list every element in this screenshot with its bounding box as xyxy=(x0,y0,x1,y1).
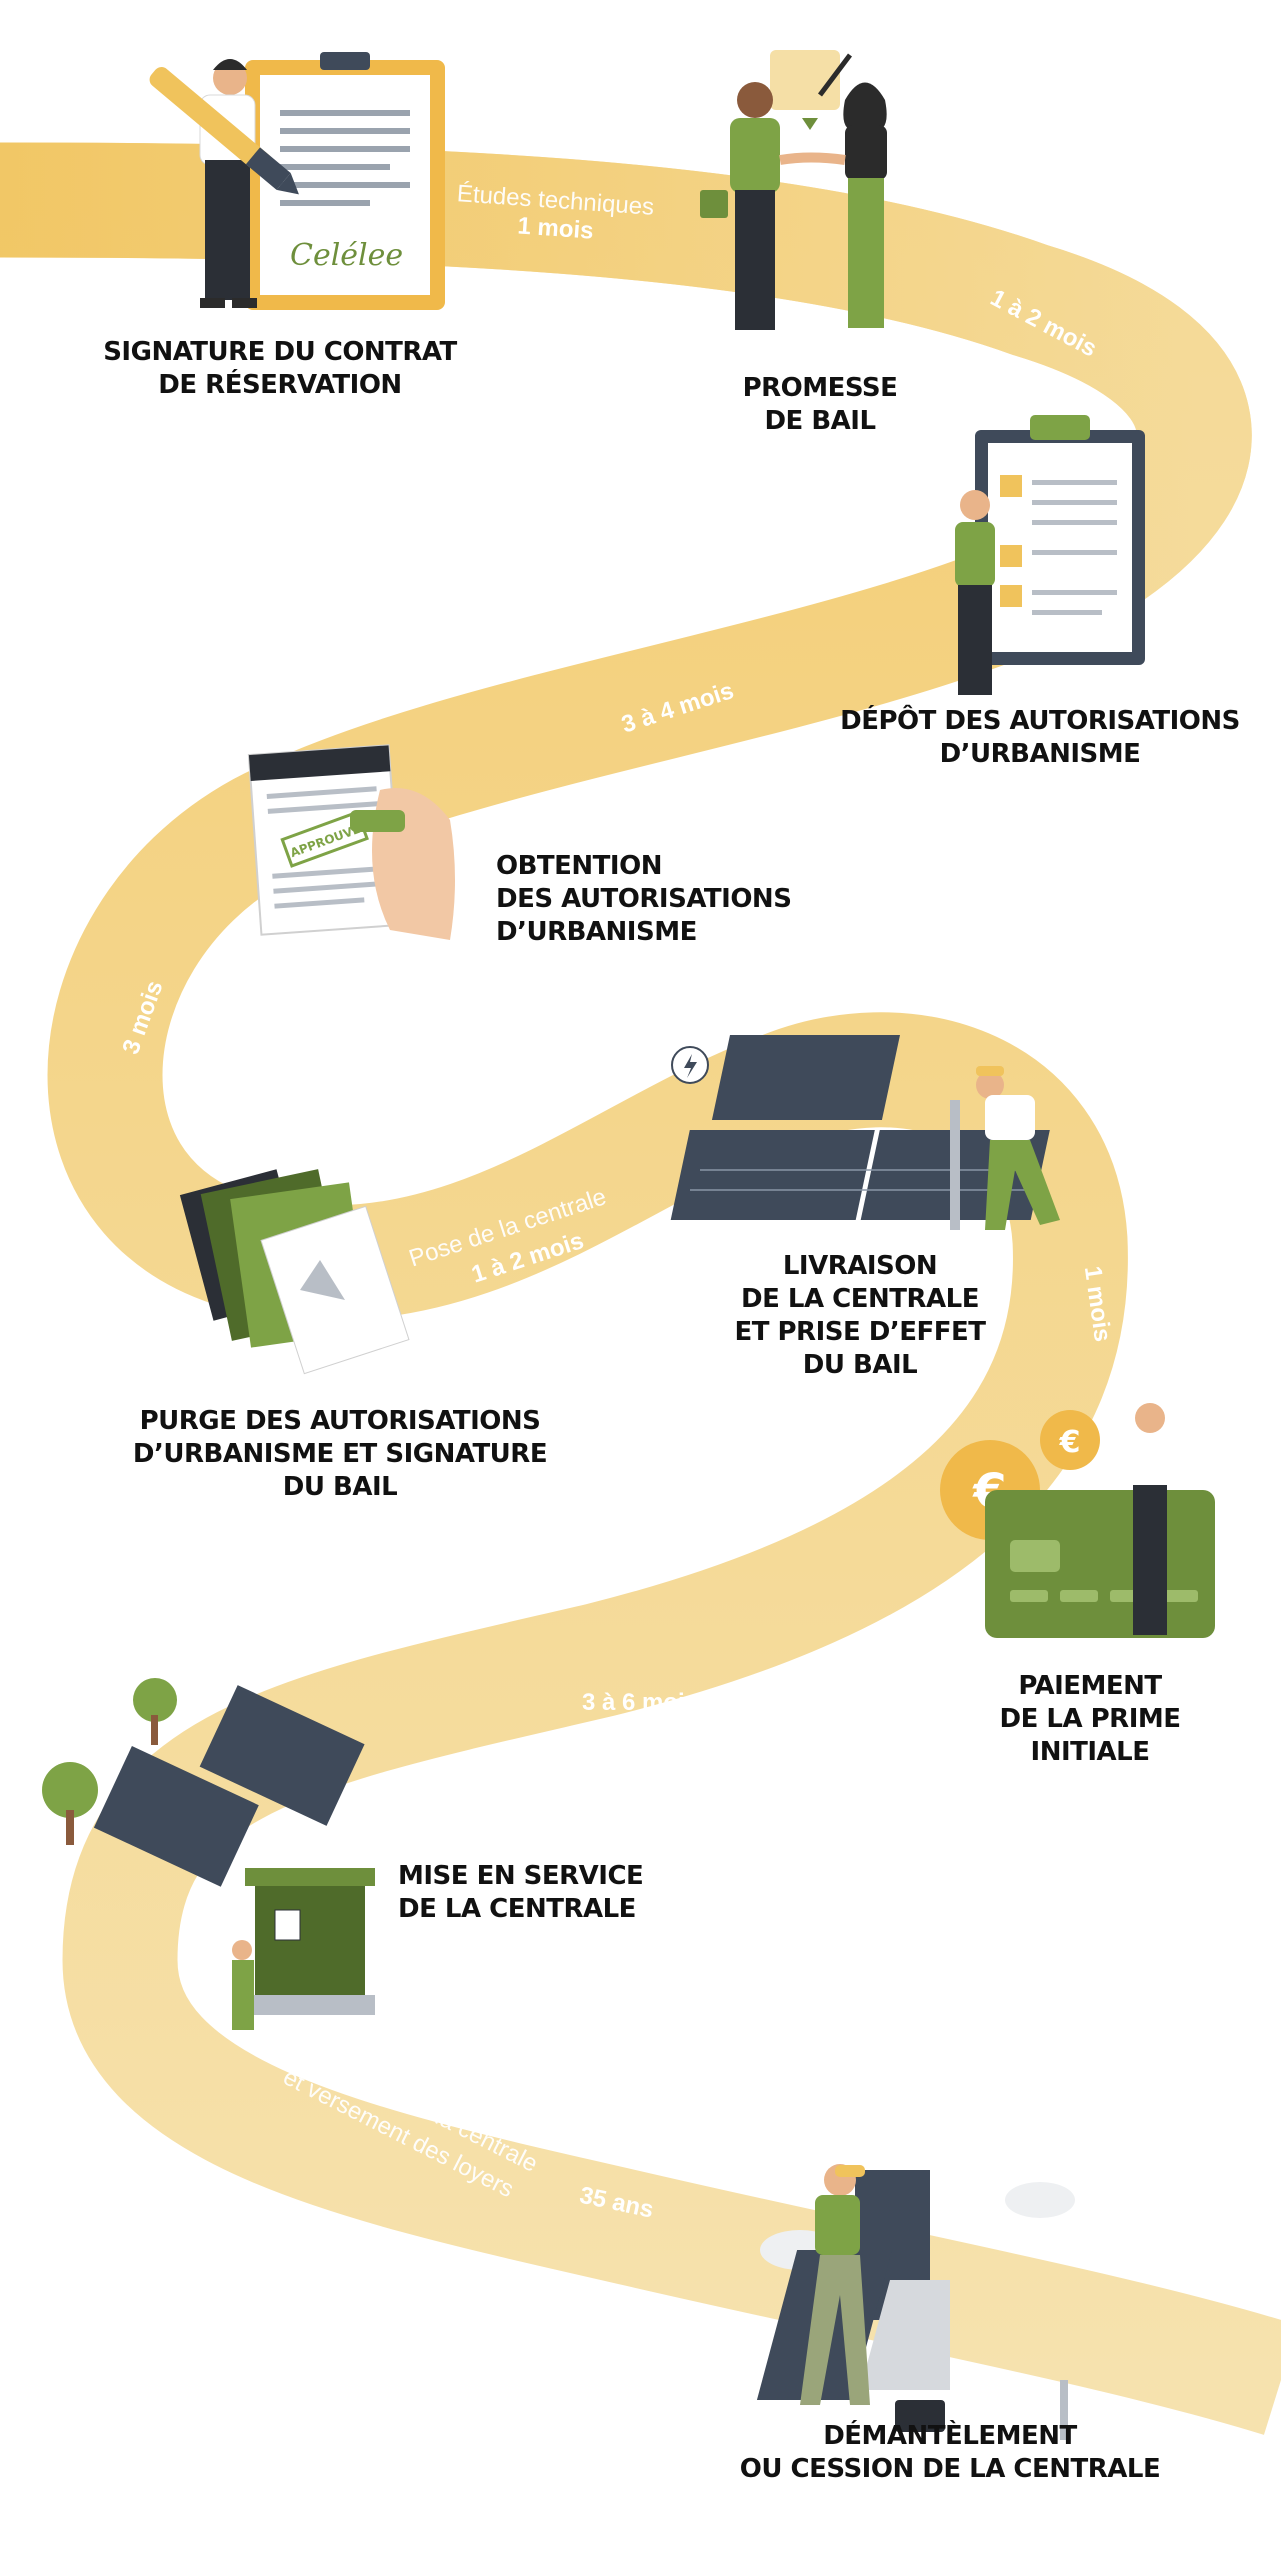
duration-etudes-value: 1 mois xyxy=(517,212,595,244)
step-line: PAIEMENT xyxy=(1018,1671,1162,1701)
euro-icon-small: € xyxy=(1059,1425,1081,1460)
checkbox-icon xyxy=(1000,475,1022,607)
illustration-approved-document: APPROUVÉ xyxy=(247,744,455,940)
step-line: DU BAIL xyxy=(282,1472,398,1502)
step-line: OU CESSION DE LA CENTRALE xyxy=(739,2454,1161,2484)
step-paiement-prime: PAIEMENT DE LA PRIME INITIALE xyxy=(960,1670,1220,1769)
step-promesse-bail: PROMESSE DE BAIL xyxy=(690,372,950,438)
step-line: DÉPÔT DES AUTORISATIONS xyxy=(840,706,1240,736)
illustration-dismantling xyxy=(756,2164,1075,2440)
step-line: DÉMANTÈLEMENT xyxy=(823,2421,1077,2451)
solar-panel-a xyxy=(93,1746,259,1887)
illustration-solar-installation xyxy=(670,1035,1060,1230)
step-line: D’URBANISME xyxy=(496,917,697,947)
solar-panel-left xyxy=(670,1130,875,1220)
step-line: D’URBANISME ET SIGNATURE xyxy=(132,1439,548,1469)
clipboard-clip xyxy=(320,52,370,70)
step-livraison-centrale: LIVRAISON DE LA CENTRALE ET PRISE D’EFFE… xyxy=(700,1250,1020,1382)
illustration-checklist-board xyxy=(955,415,1145,695)
coin-small xyxy=(1040,1410,1100,1470)
technician-overalls xyxy=(985,1140,1060,1230)
briefcase-icon xyxy=(700,190,728,218)
step-depot-autorisations: DÉPÔT DES AUTORISATIONS D’URBANISME xyxy=(830,705,1250,771)
toolbox-icon xyxy=(895,2400,945,2432)
step-line: PURGE DES AUTORISATIONS xyxy=(139,1406,541,1436)
step-obtention-autorisations: OBTENTION DES AUTORISATIONS D’URBANISME xyxy=(496,850,876,949)
illustration-folders xyxy=(179,1169,410,1375)
illustration-commissioning xyxy=(42,1678,375,2030)
hard-hat xyxy=(976,1066,1004,1076)
step-demantelement: DÉMANTÈLEMENT OU CESSION DE LA CENTRALE xyxy=(690,2420,1210,2486)
step-line: DE BAIL xyxy=(764,406,876,436)
solar-panel-top xyxy=(711,1035,901,1120)
arrow-down-icon xyxy=(802,118,818,130)
step-line: D’URBANISME xyxy=(939,739,1141,769)
tree-icon-small xyxy=(133,1678,177,1722)
signature-scribble: Celélee xyxy=(290,238,403,273)
illustration-handshake xyxy=(700,50,887,330)
step-line: DU BAIL xyxy=(802,1350,918,1380)
man-green-sweater xyxy=(730,118,780,193)
step-line: ET PRISE D’EFFET xyxy=(734,1317,986,1347)
step-line: DES AUTORISATIONS xyxy=(496,884,792,914)
step-purge-autorisations: PURGE DES AUTORISATIONS D’URBANISME ET S… xyxy=(120,1405,560,1504)
step-signature-contrat: SIGNATURE DU CONTRAT DE RÉSERVATION xyxy=(90,336,470,402)
step-line: DE LA PRIME xyxy=(999,1704,1181,1734)
illustration-contract-signing: Celélee xyxy=(149,52,445,310)
step-mise-en-service: MISE EN SERVICE DE LA CENTRALE xyxy=(398,1860,718,1926)
step-line: DE LA CENTRALE xyxy=(398,1894,636,1924)
tree-icon xyxy=(42,1762,98,1818)
woman-green-trousers xyxy=(848,178,884,328)
step-line: SIGNATURE DU CONTRAT xyxy=(103,337,457,367)
step-line: DE LA CENTRALE xyxy=(741,1284,979,1314)
step-line: INITIALE xyxy=(1030,1737,1150,1767)
step-line: OBTENTION xyxy=(496,851,662,881)
pen-icon xyxy=(149,67,299,195)
step-line: PROMESSE xyxy=(742,373,898,403)
hard-hat-2 xyxy=(835,2165,865,2177)
illustration-payment: € € xyxy=(940,1403,1215,1638)
step-line: LIVRAISON xyxy=(782,1251,938,1281)
step-line: MISE EN SERVICE xyxy=(398,1861,644,1891)
duration-3-6-mois: 3 à 6 mois xyxy=(582,1689,698,1716)
step-line: DE RÉSERVATION xyxy=(158,370,402,400)
electrical-cabinet xyxy=(255,1880,365,2000)
solar-panel-b xyxy=(199,1685,365,1826)
man-trousers xyxy=(205,160,250,300)
